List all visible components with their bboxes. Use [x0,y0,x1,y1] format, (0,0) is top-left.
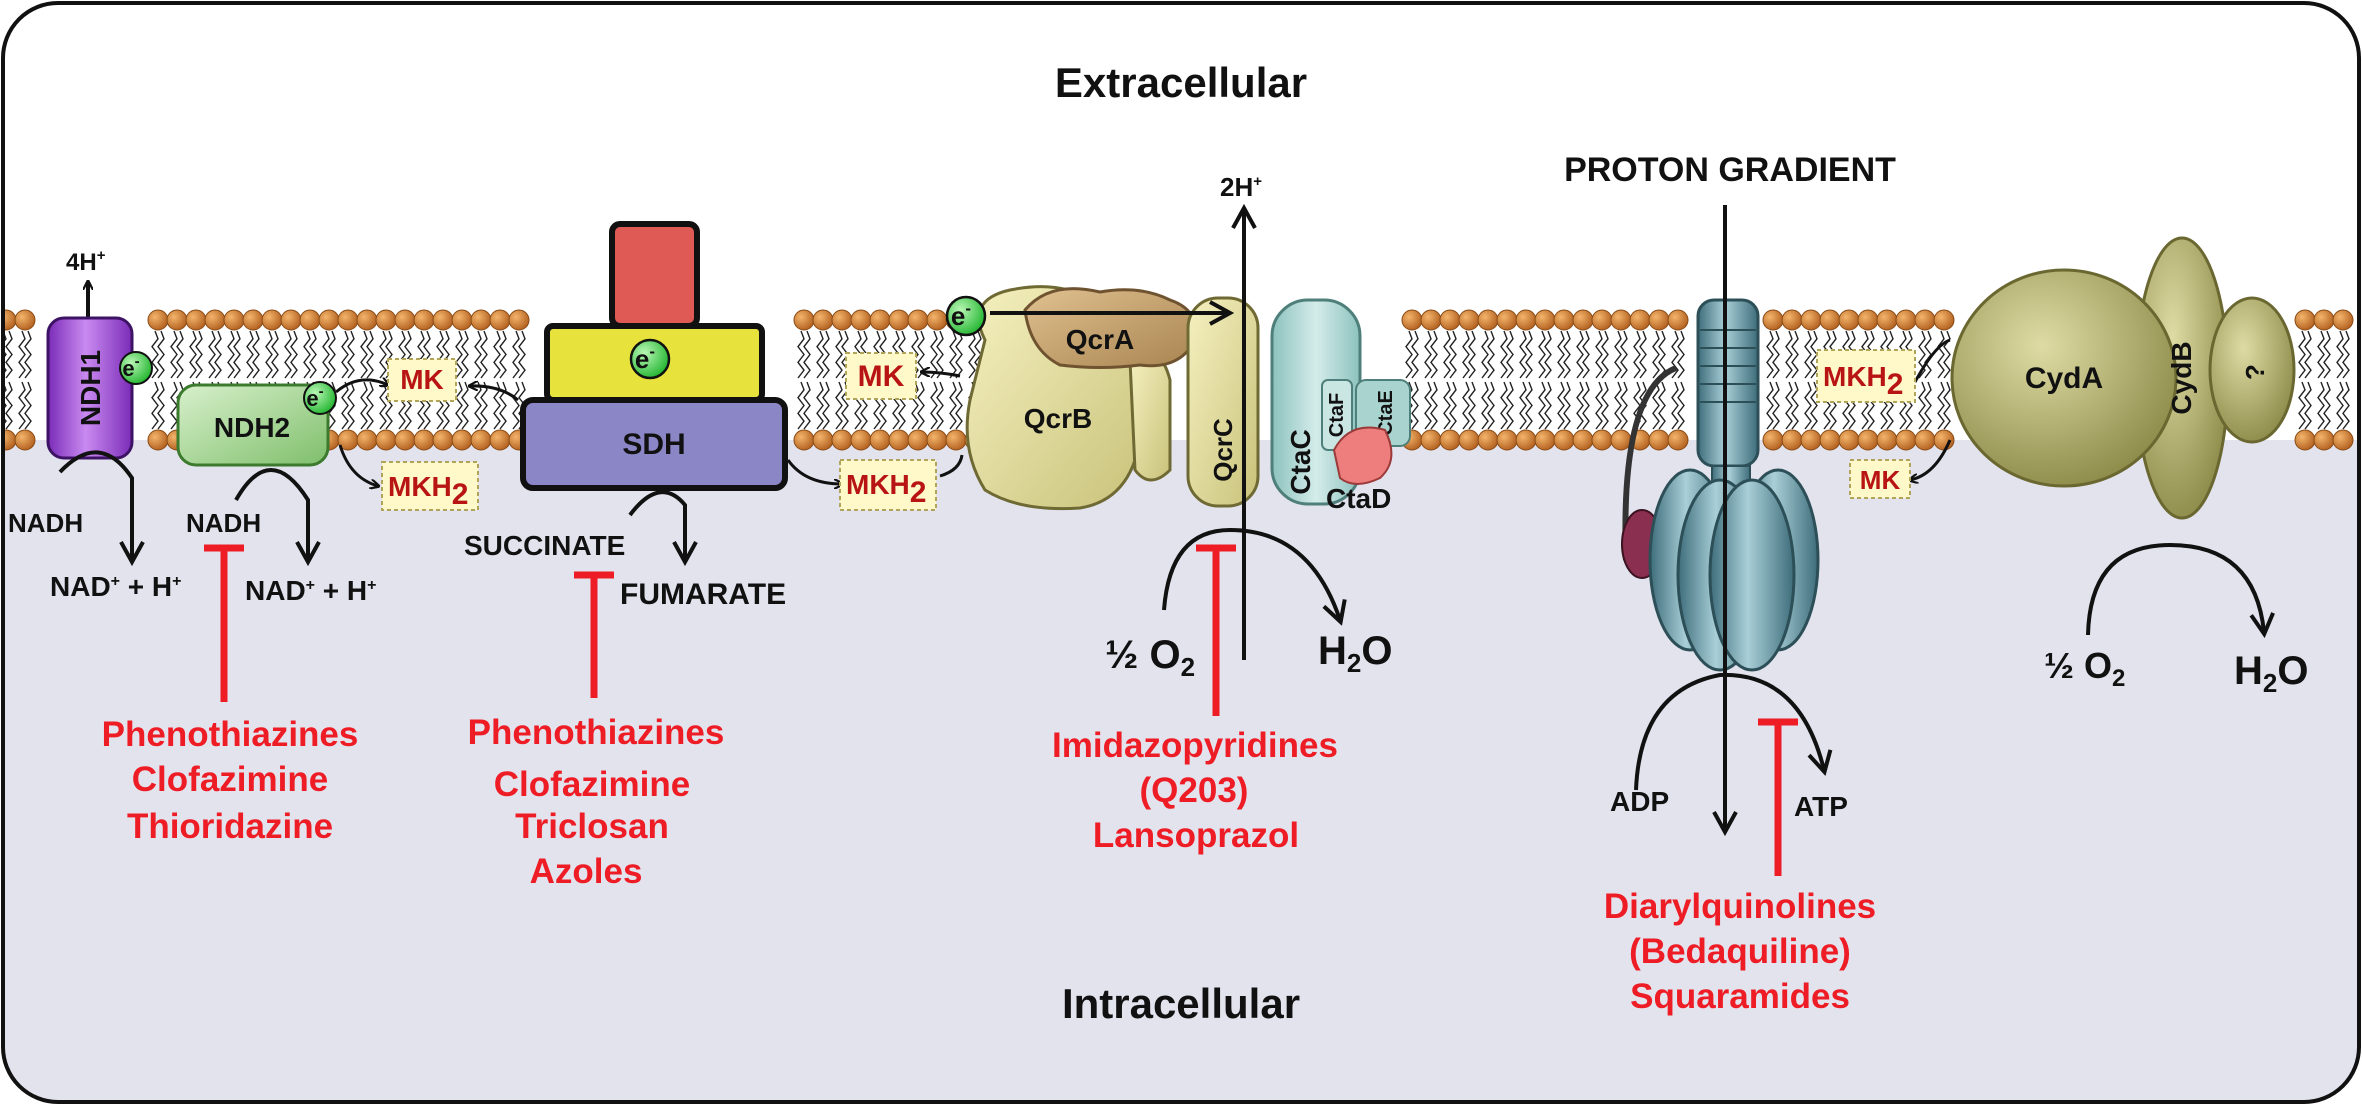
bc1-aa3-supercomplex: QcrA QcrB QcrC e- CtaC CtaF CtaE CtaD 2H… [945,172,1411,855]
svg-text:e-: e- [951,299,971,331]
sdh-inhibitor-4: Azoles [530,852,643,891]
ndh2-protein [176,383,330,467]
ctad-label: CtaD [1326,483,1391,514]
ndh1-nadh: NADH [8,508,83,538]
succinate-label: SUCCINATE [464,530,625,561]
ndh1-protein [46,316,134,460]
unknown-subunit [2208,296,2296,444]
mk-carrier-ndh2: MK [387,358,457,402]
cyd-half-o2: ½ O2 [2044,645,2125,692]
ndh2-inhibitor-2: Clofazimine [132,760,328,799]
mk-carrier-bc1: MK [845,352,917,400]
mk-carrier-cyd: MK [1849,459,1911,499]
sdh-top-subunit [609,221,700,329]
atp-inhibitor-3: Squaramides [1630,977,1850,1016]
atp-label: ATP [1794,791,1848,822]
ctae-label: CtaE [1375,390,1397,436]
sdh-inhibitor-2: Clofazimine [494,765,690,804]
svg-text:MKH2: MKH2 [388,471,468,511]
mkh2-carrier-bc1: MKH2 [839,459,937,511]
ndh1-nad-product: NAD+ + H+ [50,571,182,602]
mkh2-carrier-cyd: MKH2 [1816,349,1916,403]
unknown-subunit-label: ? [2240,364,2270,380]
atp-inhibitor-1: Diarylquinolines [1604,887,1876,926]
cyda-protein [1950,268,2178,488]
svg-text:MKH2: MKH2 [1823,361,1903,401]
qcrb-label: QcrB [1024,403,1092,434]
svg-text:e-: e- [122,353,139,381]
cydb-label: CydB [2166,341,2197,414]
ndh1-complex: 4H+ NDH1 e- NADH NAD+ + H+ [8,247,182,602]
proton-gradient-label: PROTON GRADIENT [1564,151,1896,189]
svg-text:MK: MK [1860,465,1901,495]
ndh2-inhibitor-1: Phenothiazines [102,715,359,754]
atp-inhibitor-2: (Bedaquiline) [1629,932,1851,971]
ctac-label: CtaC [1285,429,1316,494]
qcrc-label: QcrC [1208,418,1238,482]
qcra-label: QcrA [1066,324,1134,355]
bc1-electron-icon: e- [945,295,987,337]
mkh2-carrier-ndh2: MKH2 [381,461,479,511]
sdh-inhibitor-1: Phenothiazines [468,713,725,752]
qcrc-protein [1186,296,1260,508]
ndh2-electron-icon: e- [303,381,337,415]
ndh2-nadh: NADH [186,508,261,538]
ndh2-inhibitor-3: Thioridazine [127,807,333,846]
sdh-base-subunit [520,397,788,491]
svg-text:MK: MK [858,360,905,393]
atp-synthase-f1-head [1648,468,1820,672]
bc1-inhibitor-3: Lansoprazol [1093,816,1299,855]
intracellular-label: Intracellular [1062,980,1300,1027]
sdh-inhibitor-3: Triclosan [515,807,669,846]
svg-text:MK: MK [400,364,444,395]
ndh1-label: NDH1 [75,350,106,426]
bc1-half-o2: ½ O2 [1105,633,1195,682]
sdh-label: SDH [622,428,685,461]
bc1-inhibitor-1: Imidazopyridines [1052,726,1338,765]
ndh2-complex: NDH2 e- NADH NAD+ + H+ MK MKH2 Phenothia… [102,358,479,846]
cyd-h2o: H2O [2234,649,2308,698]
ndh1-electron-icon: e- [119,351,153,385]
svg-text:4H+: 4H+ [66,247,106,276]
ndh1-proton-charge: + [97,247,106,264]
ndh1-proton-label: 4H [66,249,97,276]
svg-text:e-: e- [306,383,323,411]
cytochrome-bd-oxidase: MKH2 MK CydA CydB ? ½ O2 H2O [1816,236,2308,698]
cyda-label: CydA [2025,362,2103,395]
svg-text:MKH2: MKH2 [846,469,926,509]
svg-text:e-: e- [635,342,655,374]
sdh-complex: e- SDH SUCCINATE FUMARATE Phenothiazines… [464,221,788,891]
ctad-protein [1332,426,1393,485]
adp-label: ADP [1610,786,1669,817]
fumarate-label: FUMARATE [620,578,786,611]
ndh2-nad-product: NAD+ + H+ [245,575,377,606]
bc1-inhibitor-2: (Q203) [1140,771,1249,810]
sdh-electron-icon: e- [629,338,671,380]
ctaf-label: CtaF [1326,393,1348,437]
atp-synthase: ADP ATP Diarylquinolines (Bedaquiline) S… [1604,205,1876,1016]
bc1-h2o: H2O [1318,629,1392,678]
extracellular-label: Extracellular [1055,59,1307,106]
ndh2-label: NDH2 [214,412,290,443]
bc1-proton-label: 2H+ [1220,172,1262,202]
